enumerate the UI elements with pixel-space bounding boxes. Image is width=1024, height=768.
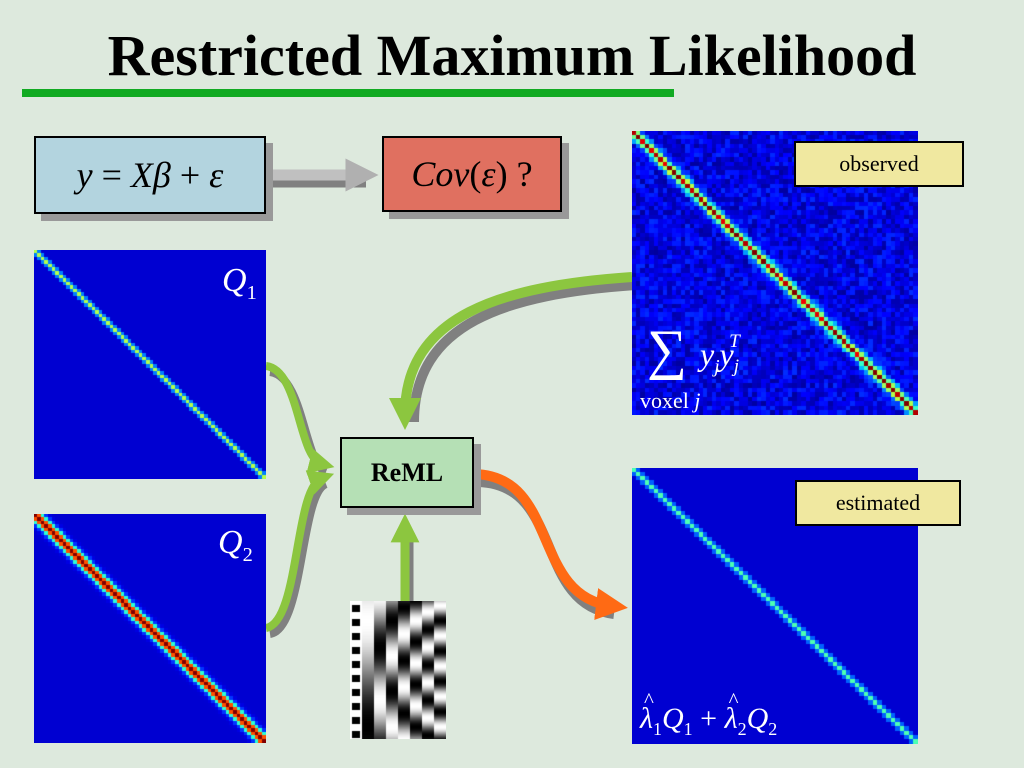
eq-beta: β [152, 155, 171, 195]
observed-label: observed [794, 141, 964, 187]
title-underline [22, 89, 674, 97]
model-to-cov-arrow [266, 158, 379, 192]
eq-y: y [76, 155, 93, 195]
cov-text: Cov [411, 154, 470, 194]
observed-formula-subscript: voxel j [640, 388, 701, 413]
observed-to-reml-arrow [389, 272, 637, 430]
cov-open-paren: ( [469, 154, 482, 194]
observed-formula-terms: yjyjT [700, 331, 740, 378]
reml-to-estimated-arrow [473, 469, 628, 620]
covariance-question: Cov(ε) ? [411, 153, 532, 195]
sum-symbol: ∑ [647, 319, 687, 381]
eq-epsilon: ε [209, 155, 224, 195]
q2-matrix [34, 514, 266, 743]
eq-plus: + [179, 155, 201, 195]
q1-matrix [34, 250, 266, 479]
model-equation-box: y = Xβ + ε [34, 136, 266, 214]
q2-to-reml-arrow [264, 470, 335, 638]
eq-x: X [130, 155, 153, 195]
eq-equals: = [101, 155, 122, 195]
model-equation: y = Xβ + ε [77, 154, 224, 196]
cov-epsilon: ε [481, 154, 496, 194]
estimated-label: estimated [795, 480, 961, 526]
cov-question-mark: ? [516, 154, 533, 194]
design-to-reml-arrow [390, 513, 420, 606]
design-matrix [350, 601, 446, 739]
reml-box: ReML [340, 437, 474, 508]
cov-close-paren: ) [495, 154, 508, 194]
q2-label: Q2 [218, 524, 253, 566]
q1-label: Q1 [222, 262, 257, 304]
q1-to-reml-arrow [264, 362, 335, 476]
covariance-box: Cov(ε) ? [382, 136, 562, 212]
estimated-formula: λ^1Q1 + λ^2Q2 [640, 688, 778, 739]
page-title: Restricted Maximum Likelihood [107, 23, 917, 88]
